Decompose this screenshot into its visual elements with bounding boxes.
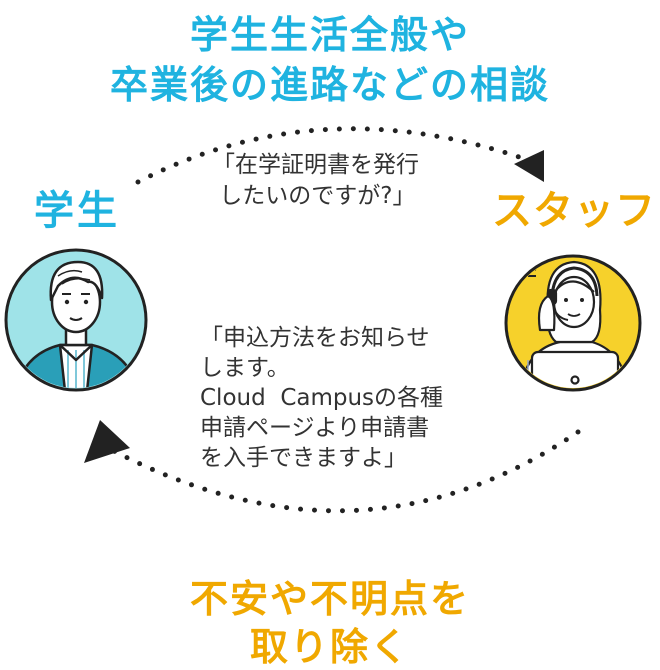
top-heading-line2: 卒業後の進路などの相談 [109, 63, 550, 107]
upper-arrowhead-icon [514, 150, 544, 182]
staff-avatar-icon [504, 254, 642, 392]
staff-message: 「申込方法をお知らせ します。 Cloud Campusの各種 申請ページより申… [200, 325, 444, 471]
upper-dotted-arrow-path [135, 126, 531, 185]
student-label: 学生 [34, 188, 120, 234]
staff-label: スタッフ [492, 188, 656, 234]
lower-dotted-arrow-path [109, 429, 581, 514]
student-avatar-icon [4, 248, 148, 392]
bottom-heading-line1: 不安や不明点を [189, 577, 470, 621]
top-heading-line1: 学生生活全般や [189, 13, 470, 57]
lower-arrowhead-icon [84, 420, 130, 463]
bottom-heading-line2: 取り除く [249, 625, 410, 669]
student-message: 「在学証明書を発行 したいのですが?」 [212, 152, 419, 209]
